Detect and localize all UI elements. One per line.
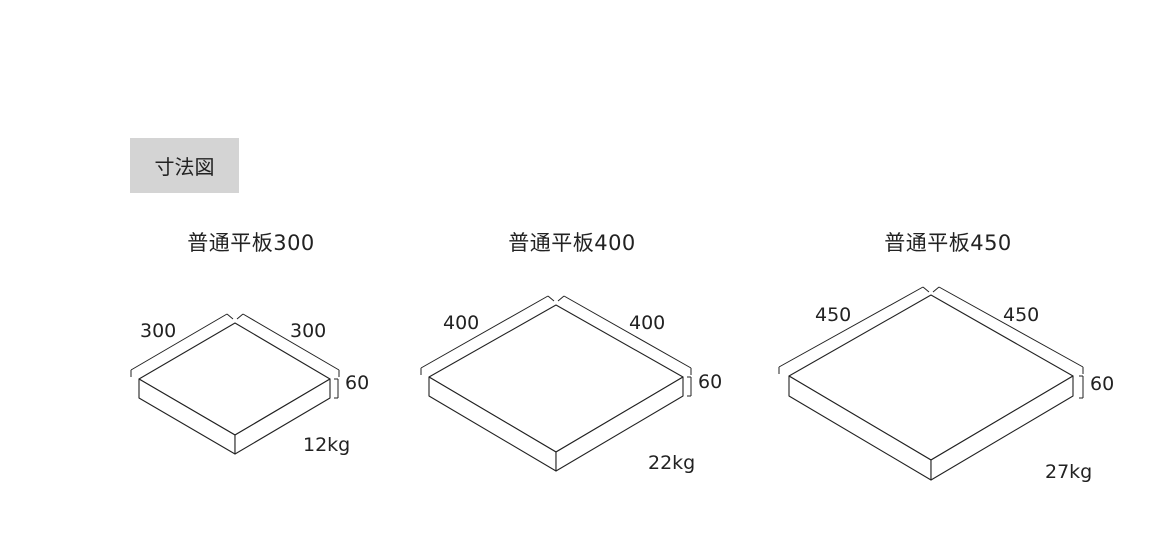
slab-300-depth-label: 300 xyxy=(290,320,326,342)
slab-300: 300 300 60 12kg xyxy=(130,313,369,456)
slab-400-depth-dimension-line xyxy=(557,295,692,375)
slab-450-weight-label: 27kg xyxy=(1045,461,1092,483)
slab-450-height-dimension-line xyxy=(1079,375,1084,399)
slab-400-width-dimension-line xyxy=(420,295,555,375)
section-label: 寸法図 xyxy=(154,155,215,179)
slab-300-depth-dimension-line xyxy=(236,313,340,377)
slab-300-height-dimension-line xyxy=(334,378,339,399)
slab-450-right-face xyxy=(930,375,1074,481)
slab-300-height-label: 60 xyxy=(345,372,369,394)
section-tag: 寸法図 xyxy=(130,138,239,193)
slab-400-height-label: 60 xyxy=(698,371,722,393)
product-title-400: 普通平板400 xyxy=(508,231,636,255)
slab-450: 450 450 60 27kg xyxy=(778,286,1114,483)
slab-450-width-dimension-line xyxy=(778,286,930,374)
slab-400-depth-label: 400 xyxy=(629,312,665,334)
product-title-450: 普通平板450 xyxy=(884,231,1012,255)
slab-400-width-label: 400 xyxy=(443,312,479,334)
slab-300-right-face xyxy=(234,378,331,455)
product-title-300: 普通平板300 xyxy=(187,231,315,255)
slab-450-depth-label: 450 xyxy=(1003,304,1039,326)
slab-400-height-dimension-line xyxy=(687,376,692,397)
slab-400-weight-label: 22kg xyxy=(648,452,695,474)
slab-450-width-label: 450 xyxy=(815,304,851,326)
slab-300-width-dimension-line xyxy=(130,313,234,377)
slab-450-height-label: 60 xyxy=(1090,373,1114,395)
slab-400: 400 400 60 22kg xyxy=(420,295,722,474)
slab-300-weight-label: 12kg xyxy=(303,434,350,456)
slab-450-depth-dimension-line xyxy=(932,286,1084,374)
slab-300-width-label: 300 xyxy=(140,320,176,342)
slab-400-right-face xyxy=(555,376,684,472)
